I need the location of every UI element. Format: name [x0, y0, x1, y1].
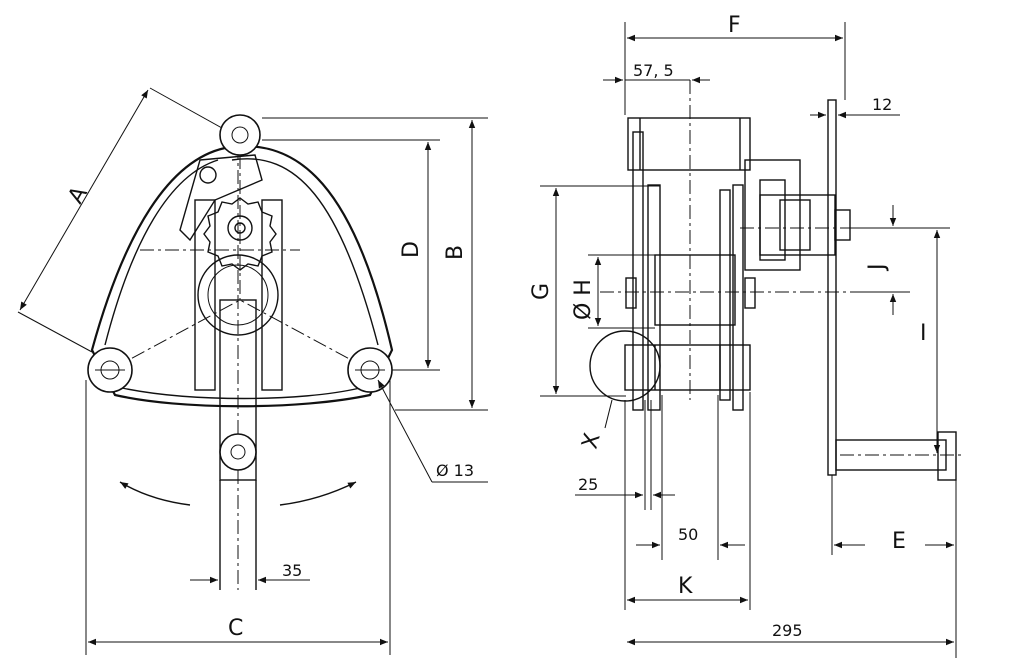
- side-dimensions: F 57, 5 12 G Ø H J I X: [529, 13, 957, 658]
- pawl: [179, 154, 263, 242]
- label-J: J: [865, 264, 890, 273]
- front-dimensions: A B D C 35 Ø 13: [17, 87, 488, 655]
- label-G: G: [529, 283, 554, 300]
- gear: [203, 197, 277, 271]
- label-F: F: [728, 13, 741, 38]
- dim-50: 50: [678, 525, 698, 544]
- housing: [627, 117, 751, 171]
- crank-plate: [827, 99, 837, 476]
- label-D: D: [399, 241, 424, 258]
- dim-295: 295: [772, 621, 803, 640]
- label-A: A: [64, 182, 93, 208]
- dim-57-5: 57, 5: [633, 61, 674, 80]
- label-E: E: [892, 529, 906, 554]
- label-K: K: [678, 574, 693, 599]
- dim-12: 12: [872, 95, 892, 114]
- shaft: [759, 194, 836, 256]
- rotation-arrow-left: [119, 481, 191, 506]
- mount-hole-right: [347, 347, 393, 393]
- label-C: C: [228, 616, 243, 641]
- mount-hole-top: [219, 114, 261, 156]
- drum-circle: [197, 254, 279, 336]
- rotation-arrow-right: [279, 481, 357, 506]
- side-view: [589, 80, 965, 481]
- crank-arm: [219, 299, 257, 481]
- label-X: X: [578, 431, 606, 452]
- lower-arm: [624, 344, 751, 391]
- label-B: B: [443, 245, 468, 260]
- label-H: Ø H: [571, 279, 596, 320]
- dim-dia13: Ø 13: [436, 461, 474, 480]
- dim-35: 35: [282, 561, 302, 580]
- label-I: I: [920, 321, 927, 346]
- dim-25: 25: [578, 475, 598, 494]
- mount-hole-left: [87, 347, 133, 393]
- front-view: [87, 114, 394, 590]
- triangular-plate: [90, 145, 394, 408]
- drum: [654, 254, 736, 326]
- crank-hub: [219, 433, 257, 471]
